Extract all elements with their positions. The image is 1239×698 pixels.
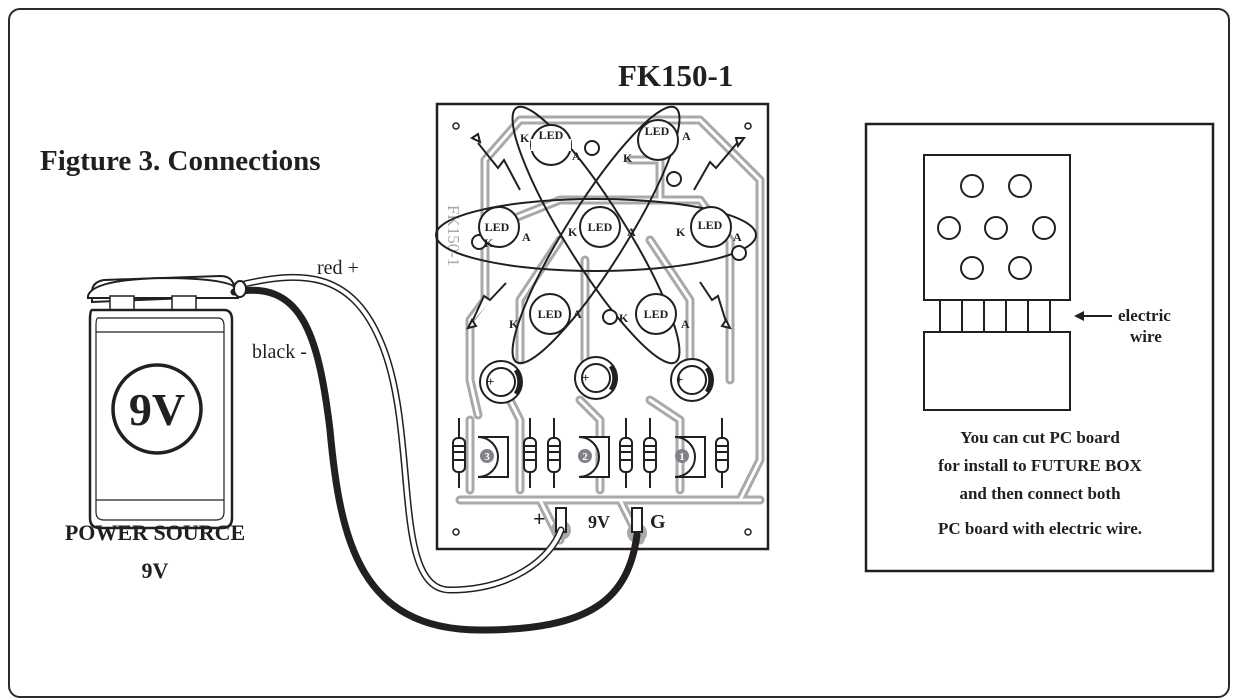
terminal-ground-label: G xyxy=(650,511,666,533)
svg-text:A: A xyxy=(572,149,581,163)
svg-text:LED: LED xyxy=(644,307,669,321)
red-wire-label: red + xyxy=(317,257,359,279)
svg-text:LED: LED xyxy=(588,220,613,234)
led-2: LED K A xyxy=(623,119,691,165)
capacitor-2: + xyxy=(574,356,618,400)
battery-voltage: 9V xyxy=(129,384,185,435)
board-title: FK150-1 xyxy=(618,58,733,93)
power-source-label: POWER SOURCE xyxy=(65,520,245,545)
transistor-1: 1 xyxy=(674,436,706,478)
atom-orbit-left xyxy=(511,105,681,365)
atom-orbit-right xyxy=(511,105,681,365)
svg-text:3: 3 xyxy=(484,451,490,463)
transistor-3: 3 xyxy=(477,436,509,478)
black-wire-label: black - xyxy=(252,341,307,363)
lightning-icons xyxy=(466,132,746,330)
svg-text:K: K xyxy=(520,131,530,145)
resistors xyxy=(452,418,729,488)
black-wire xyxy=(230,286,641,634)
svg-text:2: 2 xyxy=(582,451,588,463)
svg-text:1: 1 xyxy=(679,451,685,463)
svg-text:K: K xyxy=(623,151,633,165)
atom-orbit-horizontal xyxy=(435,198,757,272)
led-4: LED K A xyxy=(568,206,636,248)
connection-diagram: Figture 3. Connections FK150-1 9V POWER … xyxy=(40,58,1215,634)
svg-text:K: K xyxy=(509,317,519,331)
svg-text:A: A xyxy=(682,129,691,143)
future-box-panel: electric wire You can cut PC board for i… xyxy=(864,122,1215,573)
note-line-1: You can cut PC board xyxy=(960,428,1120,447)
svg-text:K: K xyxy=(676,225,686,239)
capacitor-1: + xyxy=(479,360,523,404)
svg-text:LED: LED xyxy=(485,220,510,234)
svg-text:+: + xyxy=(676,372,683,387)
svg-text:LED: LED xyxy=(538,307,563,321)
led-7: LED K A xyxy=(619,293,690,335)
pcb-board: FK150-1 LED K A LED K A xyxy=(435,102,770,551)
svg-text:K: K xyxy=(568,225,578,239)
svg-text:+: + xyxy=(487,374,494,389)
svg-text:A: A xyxy=(681,317,690,331)
svg-text:+: + xyxy=(582,370,589,385)
svg-text:K: K xyxy=(484,236,494,250)
driver-board-piece xyxy=(923,331,1071,411)
svg-text:LED: LED xyxy=(645,124,670,138)
terminal-voltage-label: 9V xyxy=(588,512,610,532)
led-6: LED K A xyxy=(509,293,582,335)
note-line-4: PC board with electric wire. xyxy=(938,519,1142,538)
battery: 9V xyxy=(87,274,239,530)
svg-text:A: A xyxy=(733,230,742,244)
transistor-2: 2 xyxy=(578,436,610,478)
led-3: LED K A xyxy=(478,206,531,250)
led-5: LED K A xyxy=(676,206,742,248)
capacitor-3: + xyxy=(670,358,714,402)
led-1: LED K A xyxy=(520,124,581,166)
svg-text:LED: LED xyxy=(539,128,564,142)
note-line-3: and then connect both xyxy=(959,484,1121,503)
note-line-2: for install to FUTURE BOX xyxy=(938,456,1142,475)
electric-wire-label-2: wire xyxy=(1130,327,1162,346)
electric-wires xyxy=(939,300,1051,332)
power-source-voltage: 9V xyxy=(142,558,169,583)
figure-title: Figture 3. Connections xyxy=(40,145,321,177)
terminal-plus-label: + xyxy=(533,506,546,531)
svg-text:K: K xyxy=(619,311,629,325)
electric-wire-label-1: electric xyxy=(1118,306,1171,325)
svg-text:A: A xyxy=(522,230,531,244)
board-silkscreen: FK150-1 xyxy=(444,205,463,266)
battery-voltage-badge xyxy=(111,363,203,455)
led-board-piece xyxy=(923,154,1071,301)
svg-text:A: A xyxy=(627,225,636,239)
svg-text:A: A xyxy=(573,307,582,321)
svg-text:LED: LED xyxy=(698,218,723,232)
